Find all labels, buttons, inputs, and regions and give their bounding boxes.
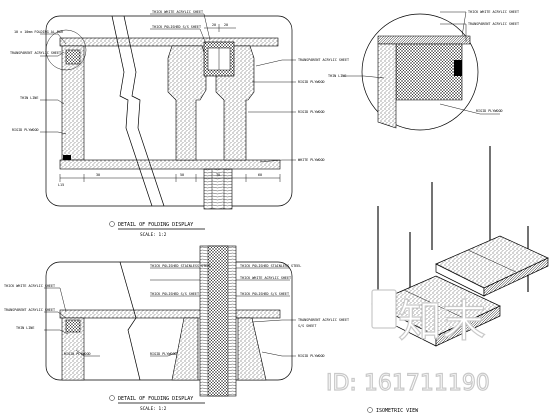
detail-frame xyxy=(45,15,293,207)
enlarged-circle-frame xyxy=(361,13,479,131)
break-line-left-2 xyxy=(123,15,165,207)
detail-callout-circle xyxy=(45,29,87,71)
bottom-top-acrylic xyxy=(59,309,281,319)
left-corner-block xyxy=(65,49,81,65)
caption-scale-bottom: SCALE: 1:2 xyxy=(140,406,167,412)
label-bottom-plywood-1: RIGID PLYWOOD xyxy=(64,352,91,356)
label-bottom-right-1: THICK POLISHED S/S SHEET xyxy=(240,292,289,296)
dim-top-2: 20 xyxy=(224,23,228,27)
bottom-center-right xyxy=(237,317,267,381)
caption-isometric: ISOMETRIC VIEW xyxy=(376,408,419,414)
label-polished-ss-top: THICK POLISHED S/S SHEET xyxy=(152,25,201,29)
label-bottom-plywood-2: RIGID PLYWOOD xyxy=(150,352,177,356)
label-bottom-left-4: THIN LINE xyxy=(16,326,34,330)
dim-top-1: 20 xyxy=(212,23,216,27)
dim-bottom-3: 50 xyxy=(180,173,184,177)
watermark-logo-mark xyxy=(371,289,397,329)
label-bottom-right-4: S/S SHEET xyxy=(298,324,316,328)
dim-bottom-1: L15 xyxy=(58,183,64,187)
bottom-folding-display-detail: THICK POLISHED STAINLESS STEEL THICK POL… xyxy=(4,245,349,412)
left-base-block xyxy=(63,155,71,163)
label-bottom-top-1: THICK POLISHED STAINLESS STEEL xyxy=(150,264,211,268)
label-circle-transparent: TRANSPARENT ACRYLIC SHEET xyxy=(468,22,519,26)
label-bottom-plywood-3: RIGID PLYWOOD xyxy=(298,354,325,358)
top-acrylic-sheet xyxy=(59,37,279,47)
caption-title-top: DETAIL OF FOLDING DISPLAY xyxy=(118,222,193,228)
label-bottom-right-2: THICK WHITE ACRYLIC SHEET xyxy=(240,276,291,280)
top-folding-display-detail: 10 x 10mm FOLDING AL BAR TRANSPARENT ACR… xyxy=(10,10,349,238)
label-circle-thin-line: THIN LINE xyxy=(328,74,346,78)
caption-marker xyxy=(109,221,115,227)
label-thin-line: THIN LINE xyxy=(20,96,38,100)
center-support-left xyxy=(167,45,207,161)
enlarged-corner-block xyxy=(395,43,463,101)
label-circle-white-acrylic: THICK WHITE ACRYLIC SHEET xyxy=(468,10,519,14)
bottom-break-line xyxy=(119,261,141,381)
dim-bottom-5: 60 xyxy=(258,173,262,177)
label-folding-bar: 10 x 10mm FOLDING AL BAR xyxy=(14,30,64,34)
label-right-acrylic: TRANSPARENT ACRYLIC SHEET xyxy=(298,58,349,62)
circle-enlarged-detail: THICK WHITE ACRYLIC SHEET TRANSPARENT AC… xyxy=(328,10,519,131)
label-bottom-left-3: TRANSPARENT ACRYLIC SHEET xyxy=(4,308,55,312)
bottom-plate xyxy=(59,159,281,170)
label-white-acrylic-top: THICK WHITE ACRYLIC SHEET xyxy=(152,10,203,14)
watermark-id-text: ID: 161711190 xyxy=(326,371,490,396)
watermark: 知末 ID: 161711190 xyxy=(325,289,490,397)
label-bottom-left-2: THICK POLISHED S/S SHEET xyxy=(150,292,199,296)
post-below xyxy=(203,168,233,210)
label-right-white-plywood: WHITE PLYWOOD xyxy=(298,158,325,162)
label-right-plywood-1: RIGID PLYWOOD xyxy=(298,80,325,84)
label-right-plywood-2: RIGID PLYWOOD xyxy=(298,110,325,114)
dim-bottom-4: 30 xyxy=(216,173,220,177)
label-circle-plywood: RIGID PLYWOOD xyxy=(476,109,503,113)
bottom-center-left xyxy=(171,317,199,381)
label-transparent-acrylic: TRANSPARENT ACRYLIC SHEET xyxy=(10,51,61,55)
enlarged-plywood xyxy=(377,43,397,129)
break-line-left xyxy=(111,15,153,207)
caption-title-bottom: DETAIL OF FOLDING DISPLAY xyxy=(118,396,193,402)
bottom-detail-frame xyxy=(45,261,293,381)
label-bottom-top-2: THICK POLISHED STAINLESS STEEL xyxy=(240,264,301,268)
label-bottom-left-1: THICK WHITE ACRYLIC SHEET xyxy=(4,284,55,288)
label-bottom-right-3: TRANSPARENT ACRYLIC SHEET xyxy=(298,318,349,322)
dim-bottom-2: 30 xyxy=(96,173,100,177)
caption-scale-top: SCALE: 1:2 xyxy=(140,232,167,238)
label-rigid-plywood: RIGID PLYWOOD xyxy=(12,128,39,132)
watermark-logo-text: 知末 xyxy=(398,296,486,347)
